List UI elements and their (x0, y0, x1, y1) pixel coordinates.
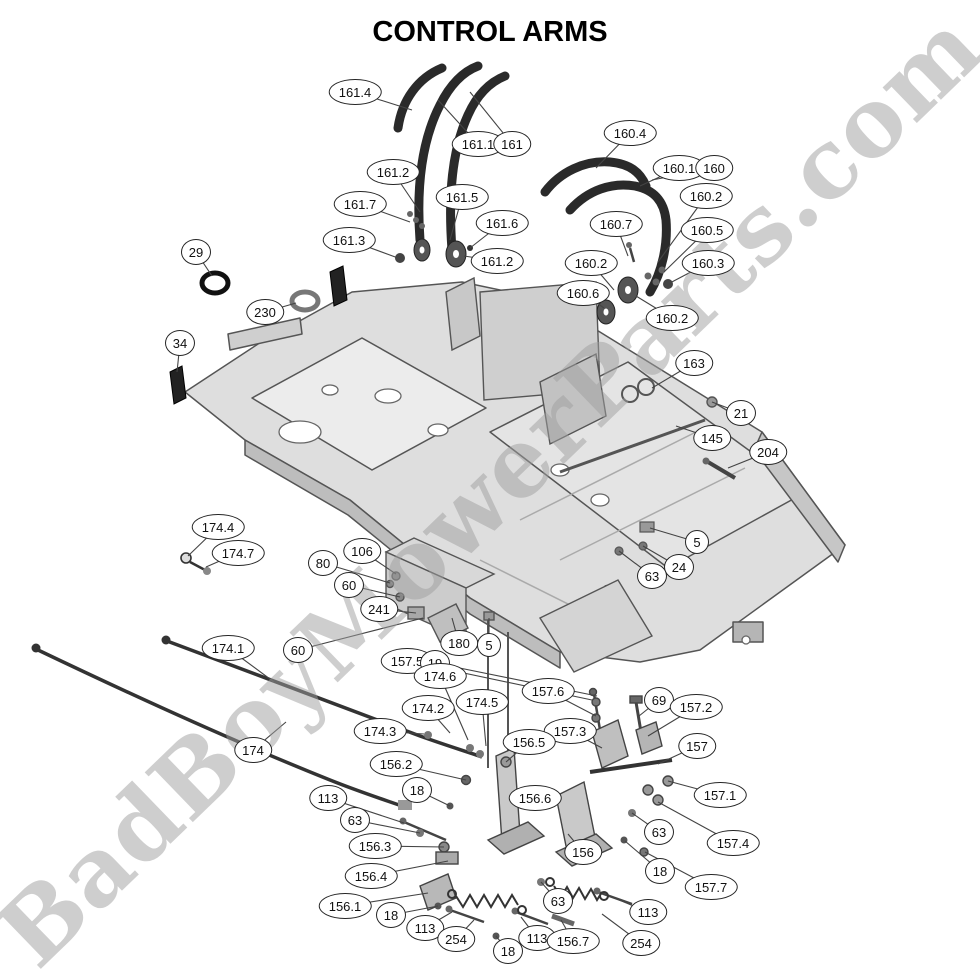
callout-29: 29 (181, 239, 211, 265)
frame-holes (278, 384, 751, 645)
callout-180: 180 (440, 630, 478, 656)
callout-160: 160 (695, 155, 733, 181)
callout-157.1: 157.1 (693, 782, 747, 808)
center-mount-bracket (384, 537, 654, 778)
callout-113: 113 (629, 899, 667, 925)
callout-18: 18 (645, 858, 675, 884)
callout-60: 60 (283, 637, 313, 663)
callout-156.5: 156.5 (502, 729, 556, 755)
callout-160.7: 160.7 (589, 211, 643, 237)
fasteners-and-springs (399, 802, 636, 940)
callout-160.5: 160.5 (680, 217, 734, 243)
page-title: CONTROL ARMS (372, 16, 608, 48)
callout-230: 230 (246, 299, 284, 325)
callout-63: 63 (637, 563, 667, 589)
callout-34: 34 (165, 330, 195, 356)
callout-161: 161 (493, 131, 531, 157)
callout-157: 157 (678, 733, 716, 759)
callout-160.2: 160.2 (645, 305, 699, 331)
callout-157.7: 157.7 (684, 874, 738, 900)
callout-18: 18 (493, 938, 523, 964)
callout-163: 163 (675, 350, 713, 376)
callout-157.6: 157.6 (521, 678, 575, 704)
callout-161.6: 161.6 (475, 210, 529, 236)
callout-174.6: 174.6 (413, 663, 467, 689)
callout-63: 63 (543, 888, 573, 914)
callout-63: 63 (340, 807, 370, 833)
right-handle-hardware (596, 242, 673, 325)
callout-157.2: 157.2 (669, 694, 723, 720)
callout-254: 254 (437, 926, 475, 952)
callout-161.5: 161.5 (435, 184, 489, 210)
callout-160.6: 160.6 (556, 280, 610, 306)
callout-60: 60 (334, 572, 364, 598)
callout-161.7: 161.7 (333, 191, 387, 217)
callout-174.4: 174.4 (191, 514, 245, 540)
callout-156.2: 156.2 (369, 751, 423, 777)
callout-204: 204 (749, 439, 787, 465)
callout-18: 18 (376, 902, 406, 928)
callout-174.7: 174.7 (211, 540, 265, 566)
frame-towers (445, 276, 607, 446)
callout-5: 5 (477, 633, 501, 657)
callout-156.3: 156.3 (348, 833, 402, 859)
left-handle-hardware (395, 211, 473, 268)
callout-174.2: 174.2 (401, 695, 455, 721)
callout-160.2: 160.2 (564, 250, 618, 276)
callout-160.3: 160.3 (681, 250, 735, 276)
bushings-and-spacers (169, 265, 348, 405)
callout-174.5: 174.5 (455, 689, 509, 715)
callout-5: 5 (685, 530, 709, 554)
right-control-arm-handles (540, 157, 671, 297)
callout-80: 80 (308, 550, 338, 576)
callout-160.2: 160.2 (679, 183, 733, 209)
callout-254: 254 (622, 930, 660, 956)
callout-63: 63 (644, 819, 674, 845)
callout-161.4: 161.4 (328, 79, 382, 105)
callout-156.4: 156.4 (344, 863, 398, 889)
callout-160.4: 160.4 (603, 120, 657, 146)
callout-18: 18 (402, 777, 432, 803)
left-control-arm-handles (393, 61, 510, 255)
callout-113: 113 (309, 785, 347, 811)
callout-174.3: 174.3 (353, 718, 407, 744)
callout-156.1: 156.1 (318, 893, 372, 919)
callout-157.4: 157.4 (706, 830, 760, 856)
callout-160.1: 160.1 (652, 155, 706, 181)
callout-161.1: 161.1 (451, 131, 505, 157)
callout-21: 21 (726, 400, 756, 426)
callout-106: 106 (343, 538, 381, 564)
callout-24: 24 (664, 554, 694, 580)
callout-161.2: 161.2 (366, 159, 420, 185)
callout-241: 241 (360, 596, 398, 622)
callout-156: 156 (564, 839, 602, 865)
callout-145: 145 (693, 425, 731, 451)
callout-69: 69 (644, 687, 674, 713)
callout-161.2: 161.2 (470, 248, 524, 274)
callout-156.7: 156.7 (546, 928, 600, 954)
callout-174.1: 174.1 (201, 635, 255, 661)
callout-156.6: 156.6 (508, 785, 562, 811)
callout-174: 174 (234, 737, 272, 763)
callout-161.3: 161.3 (322, 227, 376, 253)
